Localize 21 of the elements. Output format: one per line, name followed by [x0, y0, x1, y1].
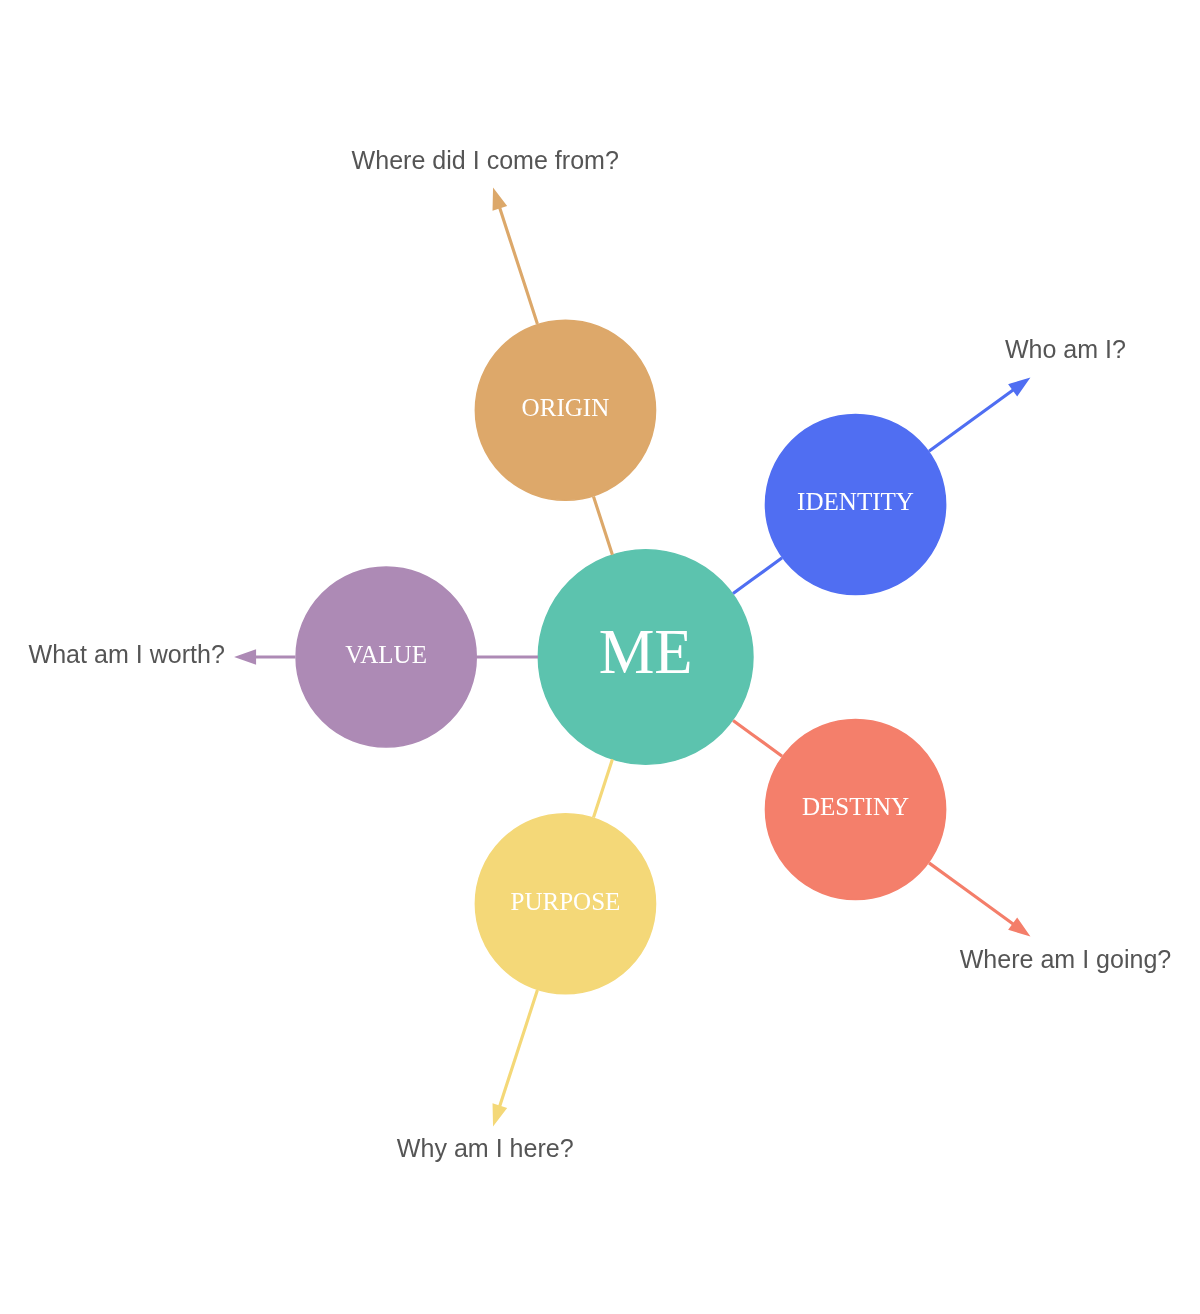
- arrow: [234, 649, 296, 665]
- node-circle: PURPOSE: [474, 812, 657, 995]
- connector: [592, 496, 614, 556]
- node-text: What am I worth?: [28, 639, 225, 668]
- arrow: [928, 861, 1031, 937]
- node-text: Where did I come from?: [351, 146, 619, 175]
- connector: [732, 556, 784, 595]
- node-circle: ME: [537, 548, 754, 766]
- connector: [592, 758, 614, 818]
- node-circle: IDENTITY: [764, 413, 947, 596]
- connector: [732, 719, 784, 758]
- node-circle: DESTINY: [764, 718, 947, 901]
- arrow: [492, 187, 539, 325]
- node-text: Where am I going?: [959, 944, 1172, 973]
- node-circle: ORIGIN: [474, 319, 657, 502]
- arrow: [928, 377, 1031, 453]
- arrow: [492, 989, 539, 1127]
- node-text: Why am I here?: [396, 1133, 574, 1162]
- node-circle: VALUE: [295, 566, 477, 748]
- connector: [476, 655, 538, 659]
- node-text: Who am I?: [1004, 334, 1127, 363]
